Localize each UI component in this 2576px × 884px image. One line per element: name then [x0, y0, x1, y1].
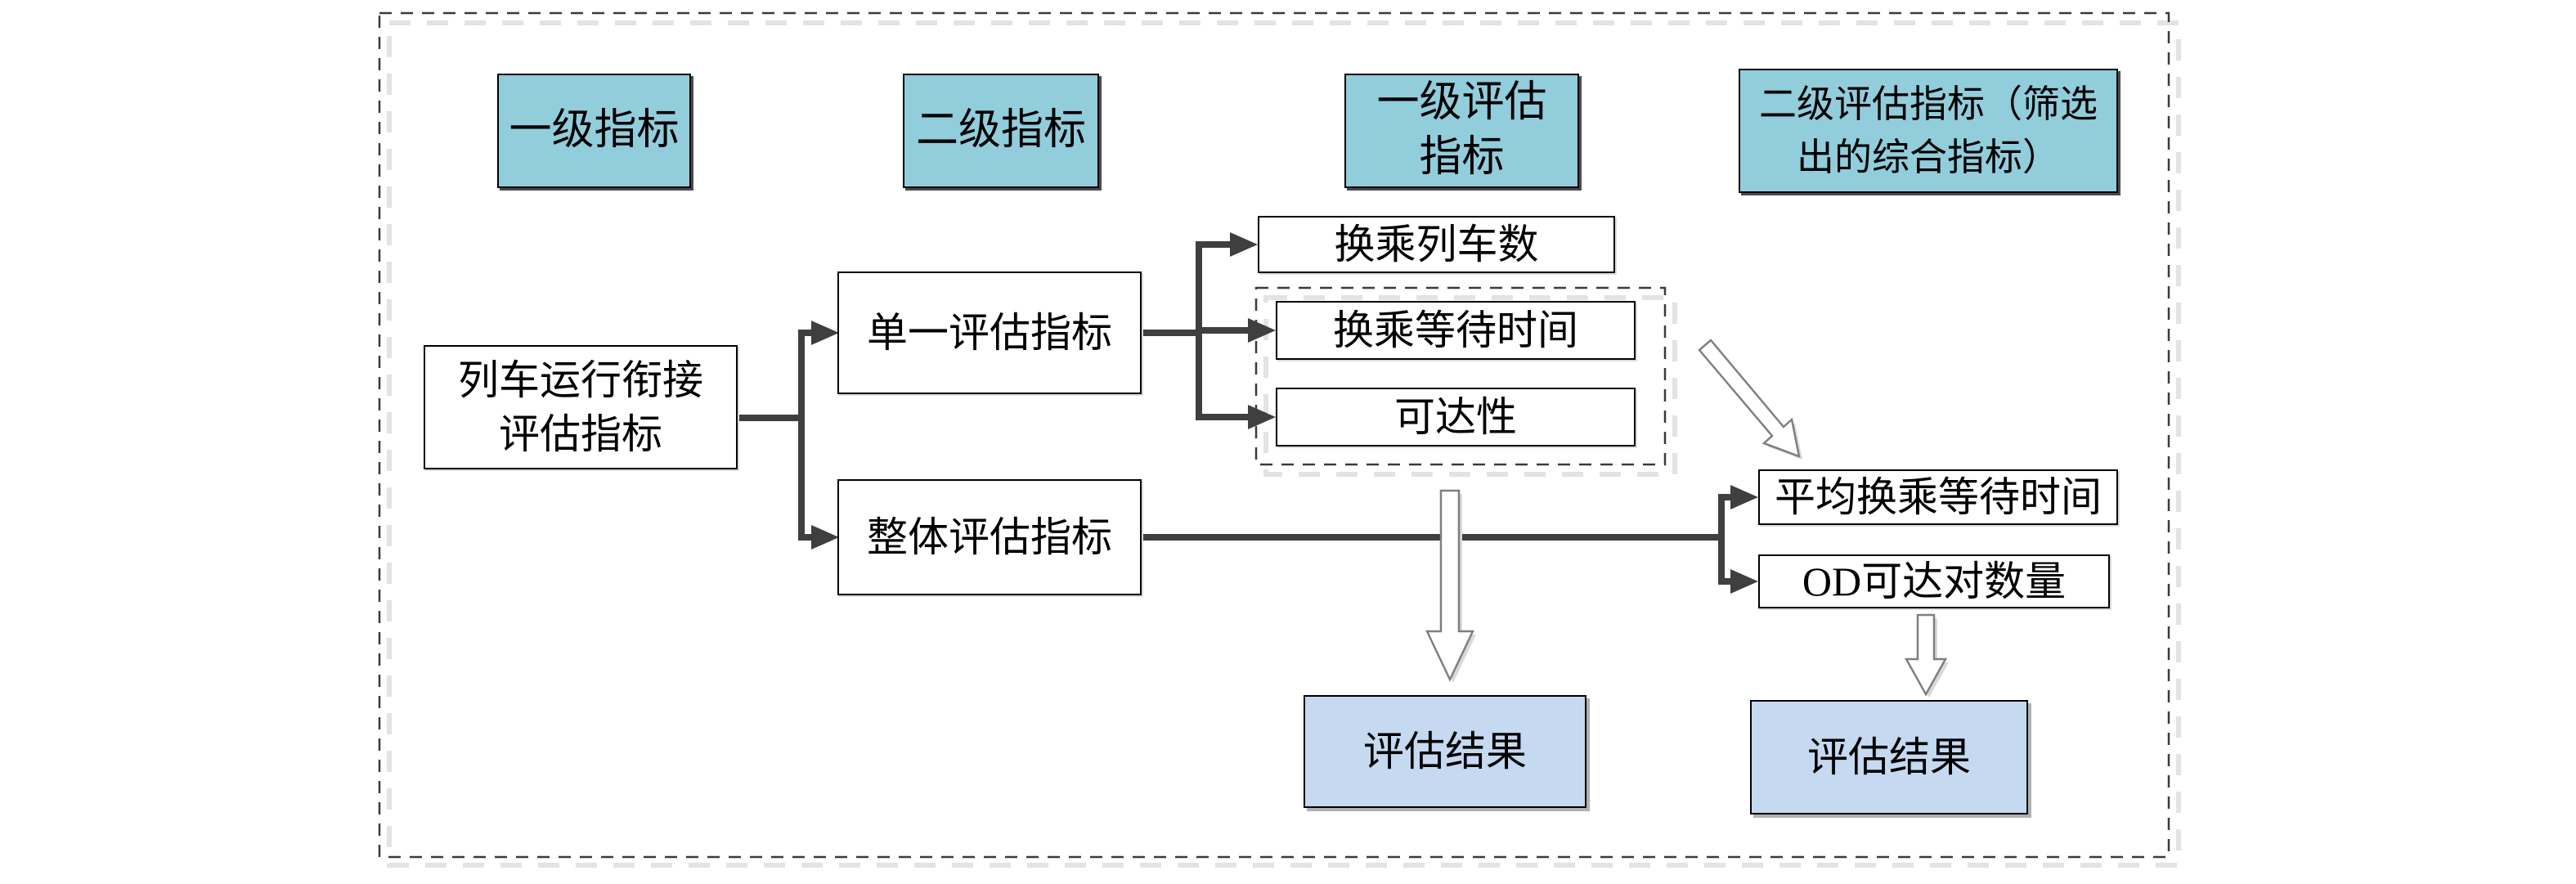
node-od-reachable-pairs: OD可达对数量 — [1758, 554, 2110, 608]
header-level2-eval-label: 二级评估指标（筛选 出的综合指标） — [1759, 83, 2098, 178]
arrowhead-accessibility — [1248, 405, 1276, 429]
node-train-connection-eval: 列车运行衔接 评估指标 — [424, 345, 738, 469]
node-eval-result-left: 评估结果 — [1304, 695, 1586, 808]
arrowhead-avg-wait — [1730, 485, 1758, 509]
node-transfer-wait-time: 换乘等待时间 — [1276, 301, 1636, 360]
header-level2-label: 二级指标 — [915, 106, 1086, 154]
node-single-eval-label: 单一评估指标 — [867, 310, 1112, 356]
node-eval-result-left-label: 评估结果 — [1363, 729, 1527, 774]
hollow-arrow-down-right — [1904, 613, 1948, 697]
node-transfer-wait-time-label: 换乘等待时间 — [1333, 307, 1578, 353]
header-level1-indicator: 一级指标 — [497, 74, 691, 188]
node-eval-result-right-label: 评估结果 — [1807, 734, 1971, 780]
group-dashed-box-shadow — [1263, 295, 1677, 477]
node-eval-result-right: 评估结果 — [1750, 700, 2028, 814]
group-dashed-box — [1254, 286, 1667, 466]
header-level1-eval-indicator: 一级评估 指标 — [1344, 74, 1579, 188]
arrowhead-single — [811, 321, 839, 345]
node-accessibility: 可达性 — [1276, 388, 1636, 446]
header-level2-eval-indicator: 二级评估指标（筛选 出的综合指标） — [1739, 69, 2118, 193]
node-transfer-train-count: 换乘列车数 — [1258, 216, 1615, 273]
outer-dashed-frame — [378, 11, 2170, 859]
node-overall-eval-indicator: 整体评估指标 — [837, 479, 1142, 595]
arrowhead-transfer-trains — [1230, 232, 1258, 257]
arrowhead-overall — [811, 525, 839, 550]
header-level2-indicator: 二级指标 — [903, 74, 1099, 188]
arrowhead-transfer-wait — [1248, 318, 1276, 343]
hollow-arrow-down-left — [1425, 489, 1474, 682]
hollow-arrow-diagonal — [1698, 339, 1801, 458]
node-transfer-train-count-label: 换乘列车数 — [1334, 222, 1539, 267]
node-train-connection-eval-label: 列车运行衔接 评估指标 — [458, 357, 703, 457]
header-level1-label: 一级指标 — [509, 106, 680, 154]
node-od-reachable-pairs-label: OD可达对数量 — [1802, 559, 2067, 604]
node-avg-transfer-wait-time: 平均换乘等待时间 — [1758, 469, 2118, 525]
node-accessibility-label: 可达性 — [1394, 394, 1517, 440]
header-level1-eval-label: 一级评估 指标 — [1376, 79, 1547, 181]
node-overall-eval-label: 整体评估指标 — [867, 514, 1112, 560]
arrowhead-od-pairs — [1730, 569, 1758, 594]
node-single-eval-indicator: 单一评估指标 — [837, 271, 1142, 394]
node-avg-transfer-wait-time-label: 平均换乘等待时间 — [1775, 474, 2102, 520]
